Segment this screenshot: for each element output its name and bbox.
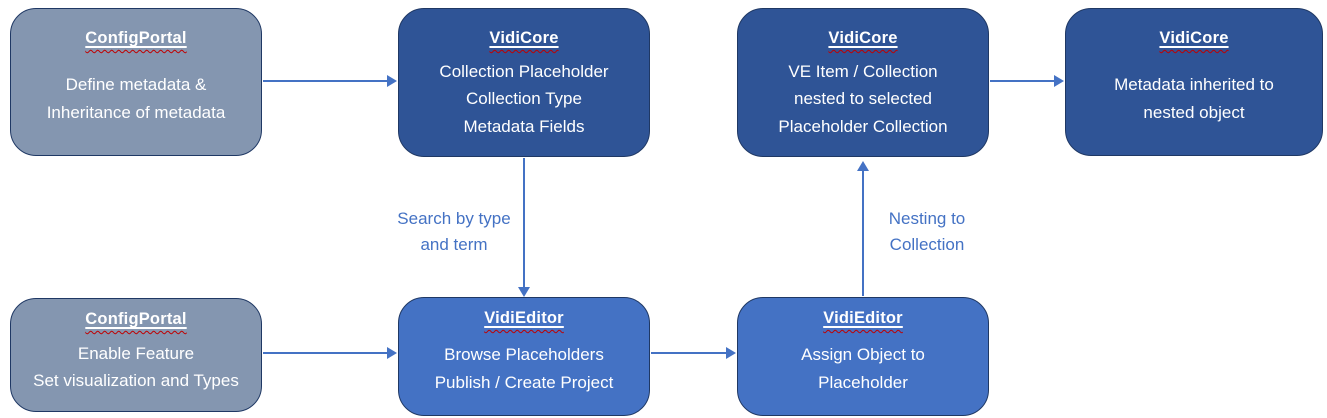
node-body: Define metadata & Inheritance of metadat… — [46, 75, 226, 122]
node-body: Metadata inherited to nested object — [1114, 75, 1274, 122]
arrow-vidieditor-to-vidicore — [862, 170, 864, 296]
node-title: VidiEditor — [484, 309, 564, 327]
node-title: VidiCore — [489, 29, 559, 47]
node-title: ConfigPortal — [85, 310, 187, 328]
node-vidieditor-assign: VidiEditor Assign Object to Placeholder — [737, 297, 989, 416]
arrow-vidicore-to-vidieditor — [523, 158, 525, 288]
node-body: Enable Feature Set visualization and Typ… — [33, 343, 239, 390]
arrow-configportal-to-vidicore — [263, 80, 388, 82]
node-title: VidiEditor — [823, 309, 903, 327]
node-vidicore-inherited: VidiCore Metadata inherited to nested ob… — [1065, 8, 1323, 156]
node-vidicore-collection: VidiCore Collection Placeholder Collecti… — [398, 8, 650, 157]
arrow-configportal-to-vidieditor — [263, 352, 388, 354]
node-title: VidiCore — [828, 29, 898, 47]
arrow-vidicore-to-vidicore — [990, 80, 1055, 82]
arrow-vidieditor-to-vidieditor — [651, 352, 727, 354]
node-configportal-enable: ConfigPortal Enable Feature Set visualiz… — [10, 298, 262, 412]
node-configportal-define: ConfigPortal Define metadata & Inheritan… — [10, 8, 262, 156]
node-title: VidiCore — [1159, 29, 1229, 47]
node-body: VE Item / Collection nested to selected … — [778, 62, 948, 136]
node-body: Collection Placeholder Collection Type M… — [439, 62, 609, 136]
node-vidicore-ve-item: VidiCore VE Item / Collection nested to … — [737, 8, 989, 157]
node-title: ConfigPortal — [85, 29, 187, 47]
edge-label-search-by-type: Search by type and term — [397, 209, 511, 255]
node-body: Assign Object to Placeholder — [801, 345, 925, 392]
node-body: Browse Placeholders Publish / Create Pro… — [434, 345, 614, 392]
edge-label-nesting-to-collection: Nesting to Collection — [888, 209, 966, 255]
node-vidieditor-browse: VidiEditor Browse Placeholders Publish /… — [398, 297, 650, 416]
